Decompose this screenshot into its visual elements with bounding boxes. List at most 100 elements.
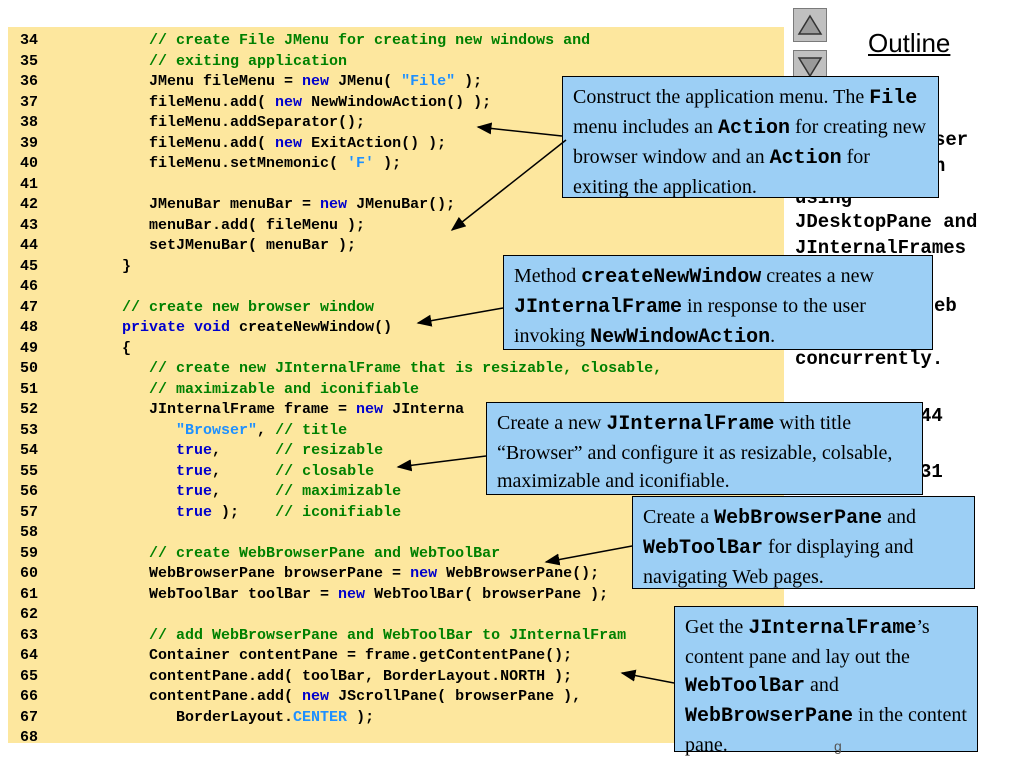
code-text: WebBrowserPane browserPane = new WebBrow… xyxy=(68,564,599,584)
line-number: 52 xyxy=(20,401,39,418)
callout-code-term: Action xyxy=(717,117,790,140)
code-token: Container contentPane = frame.getContent… xyxy=(68,647,573,664)
code-token xyxy=(68,483,176,500)
callout-text: for creating new browser window and an xyxy=(573,116,927,168)
callout-code-term: createNewWindow xyxy=(581,266,762,289)
code-token: WebBrowserPane browserPane = xyxy=(68,565,411,582)
line-number: 35 xyxy=(20,52,39,70)
code-text: fileMenu.addSeparator(); xyxy=(68,113,365,133)
code-text: JMenuBar menuBar = new JMenuBar(); xyxy=(68,195,455,215)
code-line: 39 fileMenu.add( new ExitAction() ); xyxy=(8,134,784,154)
code-line: 47 // create new browser window xyxy=(8,298,784,318)
code-literal: "Browser" xyxy=(176,421,258,439)
code-text: fileMenu.add( new ExitAction() ); xyxy=(68,134,446,154)
line-number: 51 xyxy=(20,380,39,398)
code-line: 40 fileMenu.setMnemonic( 'F' ); xyxy=(8,154,784,174)
outline-title[interactable]: Outline xyxy=(868,28,951,58)
code-line: 38 fileMenu.addSeparator(); xyxy=(8,113,784,133)
code-token xyxy=(68,504,176,521)
code-token xyxy=(68,627,149,644)
code-comment: // maximizable and iconifiable xyxy=(149,380,420,398)
code-token: ); xyxy=(374,155,402,172)
code-text: true, // resizable xyxy=(68,441,383,461)
line-number: 63 xyxy=(20,626,39,644)
callout-text: Get the xyxy=(685,616,749,638)
code-line: 45 } xyxy=(8,257,784,277)
callout-text: . xyxy=(770,325,776,347)
callout-code-term: JInternalFrame xyxy=(606,413,775,436)
code-comment: // title xyxy=(275,421,348,439)
code-keyword: true xyxy=(176,442,213,459)
code-token xyxy=(68,381,149,398)
code-token: fileMenu.setMnemonic( xyxy=(68,155,348,172)
code-comment: // add WebBrowserPane and WebToolBar to … xyxy=(149,626,627,644)
code-token xyxy=(68,442,176,459)
outline-text-fragment: concurrently. xyxy=(795,348,944,370)
code-token: WebToolBar( browserPane ); xyxy=(365,585,609,603)
line-number: 40 xyxy=(20,155,39,172)
code-keyword: new xyxy=(356,401,384,418)
line-number: 39 xyxy=(20,134,39,152)
code-token xyxy=(68,422,176,439)
code-line: 52 JInternalFrame frame = new JInterna xyxy=(8,400,784,420)
code-token: menuBar.add( fileMenu ); xyxy=(68,216,366,234)
code-comment: // iconifiable xyxy=(275,503,402,521)
code-line: 62 xyxy=(8,605,784,625)
code-line: 66 contentPane.add( new JScrollPane( bro… xyxy=(8,687,784,707)
callout-text: and xyxy=(882,506,916,528)
code-text: } xyxy=(68,257,131,277)
code-token: ExitAction() ); xyxy=(302,134,447,152)
code-keyword: new xyxy=(302,73,330,90)
callout-text: ’s content pane and lay out the xyxy=(685,616,930,668)
code-token: JMenuBar menuBar = xyxy=(68,196,321,213)
code-token: ); xyxy=(347,708,375,726)
code-token xyxy=(68,360,149,377)
line-number: 64 xyxy=(20,647,39,664)
line-number: 37 xyxy=(20,93,39,111)
code-token: setJMenuBar( menuBar ); xyxy=(68,237,357,254)
callout-text: creates a new xyxy=(761,265,874,287)
code-line: 57 true ); // iconifiable xyxy=(8,503,784,523)
line-number: 65 xyxy=(20,667,39,685)
line-number: 53 xyxy=(20,421,39,439)
code-text: // create File JMenu for creating new wi… xyxy=(68,31,590,51)
callout-text: Construct the application menu. The xyxy=(573,86,870,108)
code-token: , xyxy=(212,483,276,500)
code-line: 64 Container contentPane = frame.getCont… xyxy=(8,646,784,666)
code-text: true, // maximizable xyxy=(68,482,401,502)
line-number: 59 xyxy=(20,544,39,562)
outline-text-fragment: JInternalFrames xyxy=(795,237,967,259)
code-text: WebToolBar toolBar = new WebToolBar( bro… xyxy=(68,585,608,605)
code-token: JMenuBar(); xyxy=(347,196,456,213)
code-line: 54 true, // resizable xyxy=(8,441,784,461)
code-token: } xyxy=(68,257,132,275)
code-line: 42 JMenuBar menuBar = new JMenuBar(); xyxy=(8,195,784,215)
code-line: 37 fileMenu.add( new NewWindowAction() )… xyxy=(8,93,784,113)
line-number: 46 xyxy=(20,278,39,295)
callout-internal-frame: Create a new JInternalFrame with title “… xyxy=(486,402,923,495)
code-token: contentPane.add( toolBar, BorderLayout.N… xyxy=(68,667,573,685)
code-keyword: true xyxy=(176,483,213,500)
code-text: true, // closable xyxy=(68,462,374,482)
code-token: , xyxy=(257,421,276,439)
callout-text: menu includes an xyxy=(573,116,718,138)
callout-application-menu: Construct the application menu. The File… xyxy=(562,76,939,198)
callout-browser-pane: Create a WebBrowserPane and WebToolBar f… xyxy=(632,496,975,589)
code-token xyxy=(68,319,122,336)
code-token: , xyxy=(212,462,276,480)
line-number: 36 xyxy=(20,73,39,90)
outline-text-fragment: JDesktopPane and xyxy=(795,211,978,233)
callout-code-term: File xyxy=(869,87,918,110)
callout-text: Create a new xyxy=(497,412,607,434)
code-text: menuBar.add( fileMenu ); xyxy=(68,216,365,236)
code-token xyxy=(68,545,149,562)
code-line: 55 true, // closable xyxy=(8,462,784,482)
callout-text: with title “Browser” and configure it as… xyxy=(497,412,893,492)
callout-code-term: JInternalFrame xyxy=(514,296,683,319)
code-text: fileMenu.setMnemonic( 'F' ); xyxy=(68,154,401,174)
callout-text: and xyxy=(805,674,839,696)
code-line: 36 JMenu fileMenu = new JMenu( "File" ); xyxy=(8,72,784,92)
previous-slide-button[interactable] xyxy=(793,8,827,42)
code-token: { xyxy=(68,339,132,357)
line-number: 45 xyxy=(20,257,39,275)
